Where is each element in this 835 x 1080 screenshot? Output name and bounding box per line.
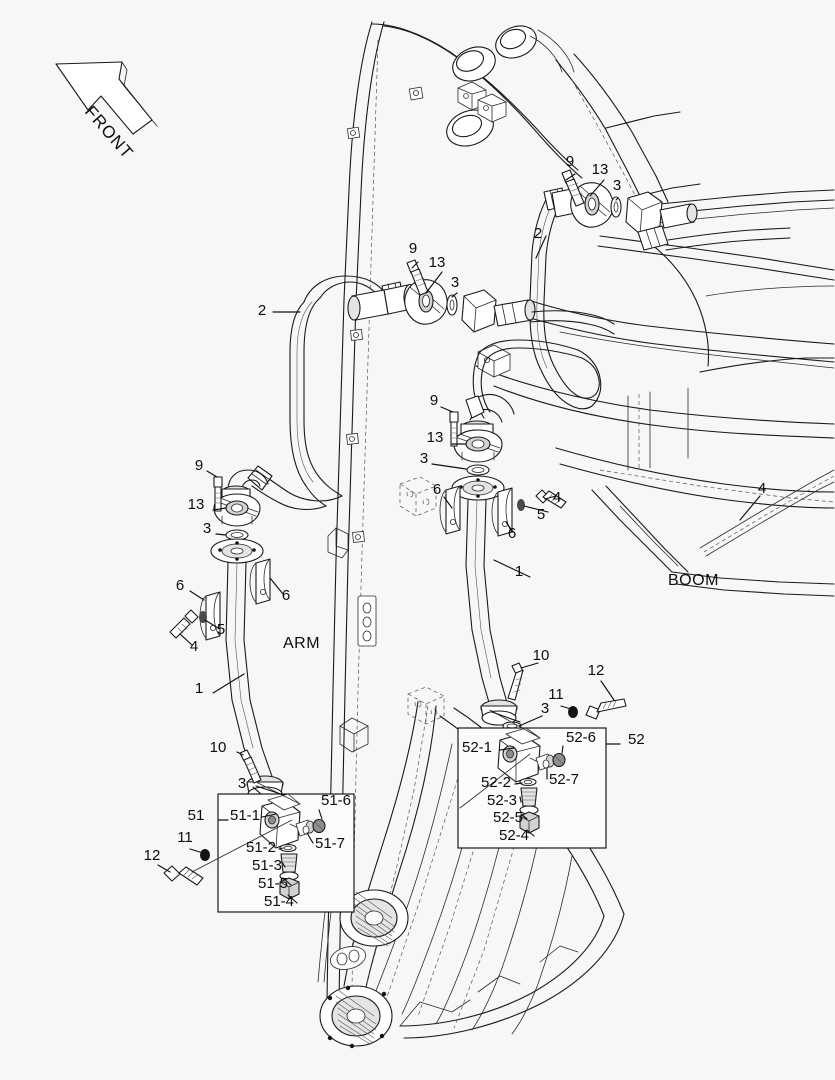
callout-9-top: 9	[566, 153, 574, 170]
clamp-6-right-a	[439, 485, 461, 535]
callout-9-right: 9	[430, 392, 438, 409]
detail-callout-51	[191, 781, 355, 913]
arm-lower-structure	[317, 701, 625, 1049]
callout-3-mid: 3	[451, 274, 459, 291]
clamp-6-left-a	[199, 591, 221, 641]
label-52-1: 52-1	[462, 739, 492, 756]
callout-10-right: 10	[533, 647, 550, 664]
label-51-6: 51-6	[321, 792, 351, 809]
clamp-6-left-b	[249, 558, 271, 605]
fitting-assembly-top	[551, 169, 791, 251]
bolt-4-right	[535, 489, 567, 509]
callout-3-right: 3	[420, 450, 428, 467]
callout-3-top: 3	[613, 177, 621, 194]
bolt-10-left	[239, 749, 262, 784]
bolt-9-right	[449, 411, 459, 447]
label-52-7: 52-7	[549, 771, 579, 788]
arm-label: ARM	[283, 635, 320, 652]
label-51-3: 51-3	[252, 857, 282, 874]
callout-3-right-low: 3	[541, 700, 549, 717]
detail-51-labels: 51 51-1 51-6 51-7 51-2 51-3 51-5 51-4	[188, 792, 351, 910]
bolt-4-left	[169, 609, 199, 639]
label-52-6: 52-6	[566, 729, 596, 746]
label-52-5: 52-5	[493, 809, 523, 826]
callout-13-right: 13	[427, 429, 444, 446]
fitting-assembly-mid	[347, 259, 615, 335]
callout-11-right: 11	[548, 686, 564, 703]
label-52-4: 52-4	[499, 827, 529, 844]
callout-10-left: 10	[210, 739, 227, 756]
clamp-6-right-b	[491, 487, 513, 537]
callout-11-left: 11	[177, 829, 193, 846]
label-51-1: 51-1	[230, 807, 260, 824]
callout-12-right: 12	[588, 662, 605, 679]
callout-6-right-a: 6	[433, 481, 441, 498]
bolt-12-washer-11-left	[157, 848, 210, 886]
label-51: 51	[188, 807, 205, 824]
callout-4-right: 4	[553, 489, 561, 506]
callout-2-right: 2	[534, 225, 542, 242]
leader-2-right	[535, 235, 547, 259]
label-52: 52	[628, 731, 645, 748]
callout-12-left: 12	[144, 847, 161, 864]
detail-52-labels: 52 52-1 52-6 52-7 52-2 52-3 52-5 52-4	[462, 729, 645, 844]
callout-2-left: 2	[258, 302, 266, 319]
callout-6-left-a: 6	[176, 577, 184, 594]
callout-13-mid: 13	[429, 254, 446, 271]
arm-plate-details	[327, 81, 511, 753]
callout-4-boom: 4	[758, 480, 766, 497]
callout-labels: 2 2 9 13 3 9 13 3 9 13 3 6 5 4 6 9 13 3 …	[144, 153, 767, 864]
label-52-3: 52-3	[487, 792, 517, 809]
callout-5-left: 5	[217, 621, 225, 638]
callout-3-left-low: 3	[238, 775, 246, 792]
callout-5-right: 5	[537, 506, 545, 523]
label-51-2: 51-2	[246, 839, 276, 856]
callout-6-left-b: 6	[282, 587, 290, 604]
callout-1-left: 1	[195, 680, 203, 697]
label-51-4: 51-4	[264, 893, 294, 910]
bolt-10-right	[507, 662, 524, 701]
label-52-2: 52-2	[481, 774, 511, 791]
callout-9-left: 9	[195, 457, 203, 474]
callout-9-mid: 9	[409, 240, 417, 257]
leader-4-boom	[739, 495, 761, 521]
boom-label: BOOM	[668, 572, 719, 589]
callout-13-left: 13	[188, 496, 205, 513]
bolt-12-washer-11-right	[560, 680, 627, 720]
bolt-9-left	[213, 476, 223, 512]
callout-6-right-b: 6	[508, 525, 516, 542]
callout-4-left: 4	[190, 638, 198, 655]
pipe-head-assembly-right	[431, 393, 567, 537]
detail-callout-52	[457, 709, 621, 849]
bolt-9-top	[561, 169, 585, 207]
pipe-right	[465, 499, 543, 731]
callout-3-left: 3	[203, 520, 211, 537]
label-51-7: 51-7	[315, 835, 345, 852]
callout-1-right: 1	[515, 563, 523, 580]
callout-13-top: 13	[592, 161, 609, 178]
label-51-5: 51-5	[258, 875, 288, 892]
